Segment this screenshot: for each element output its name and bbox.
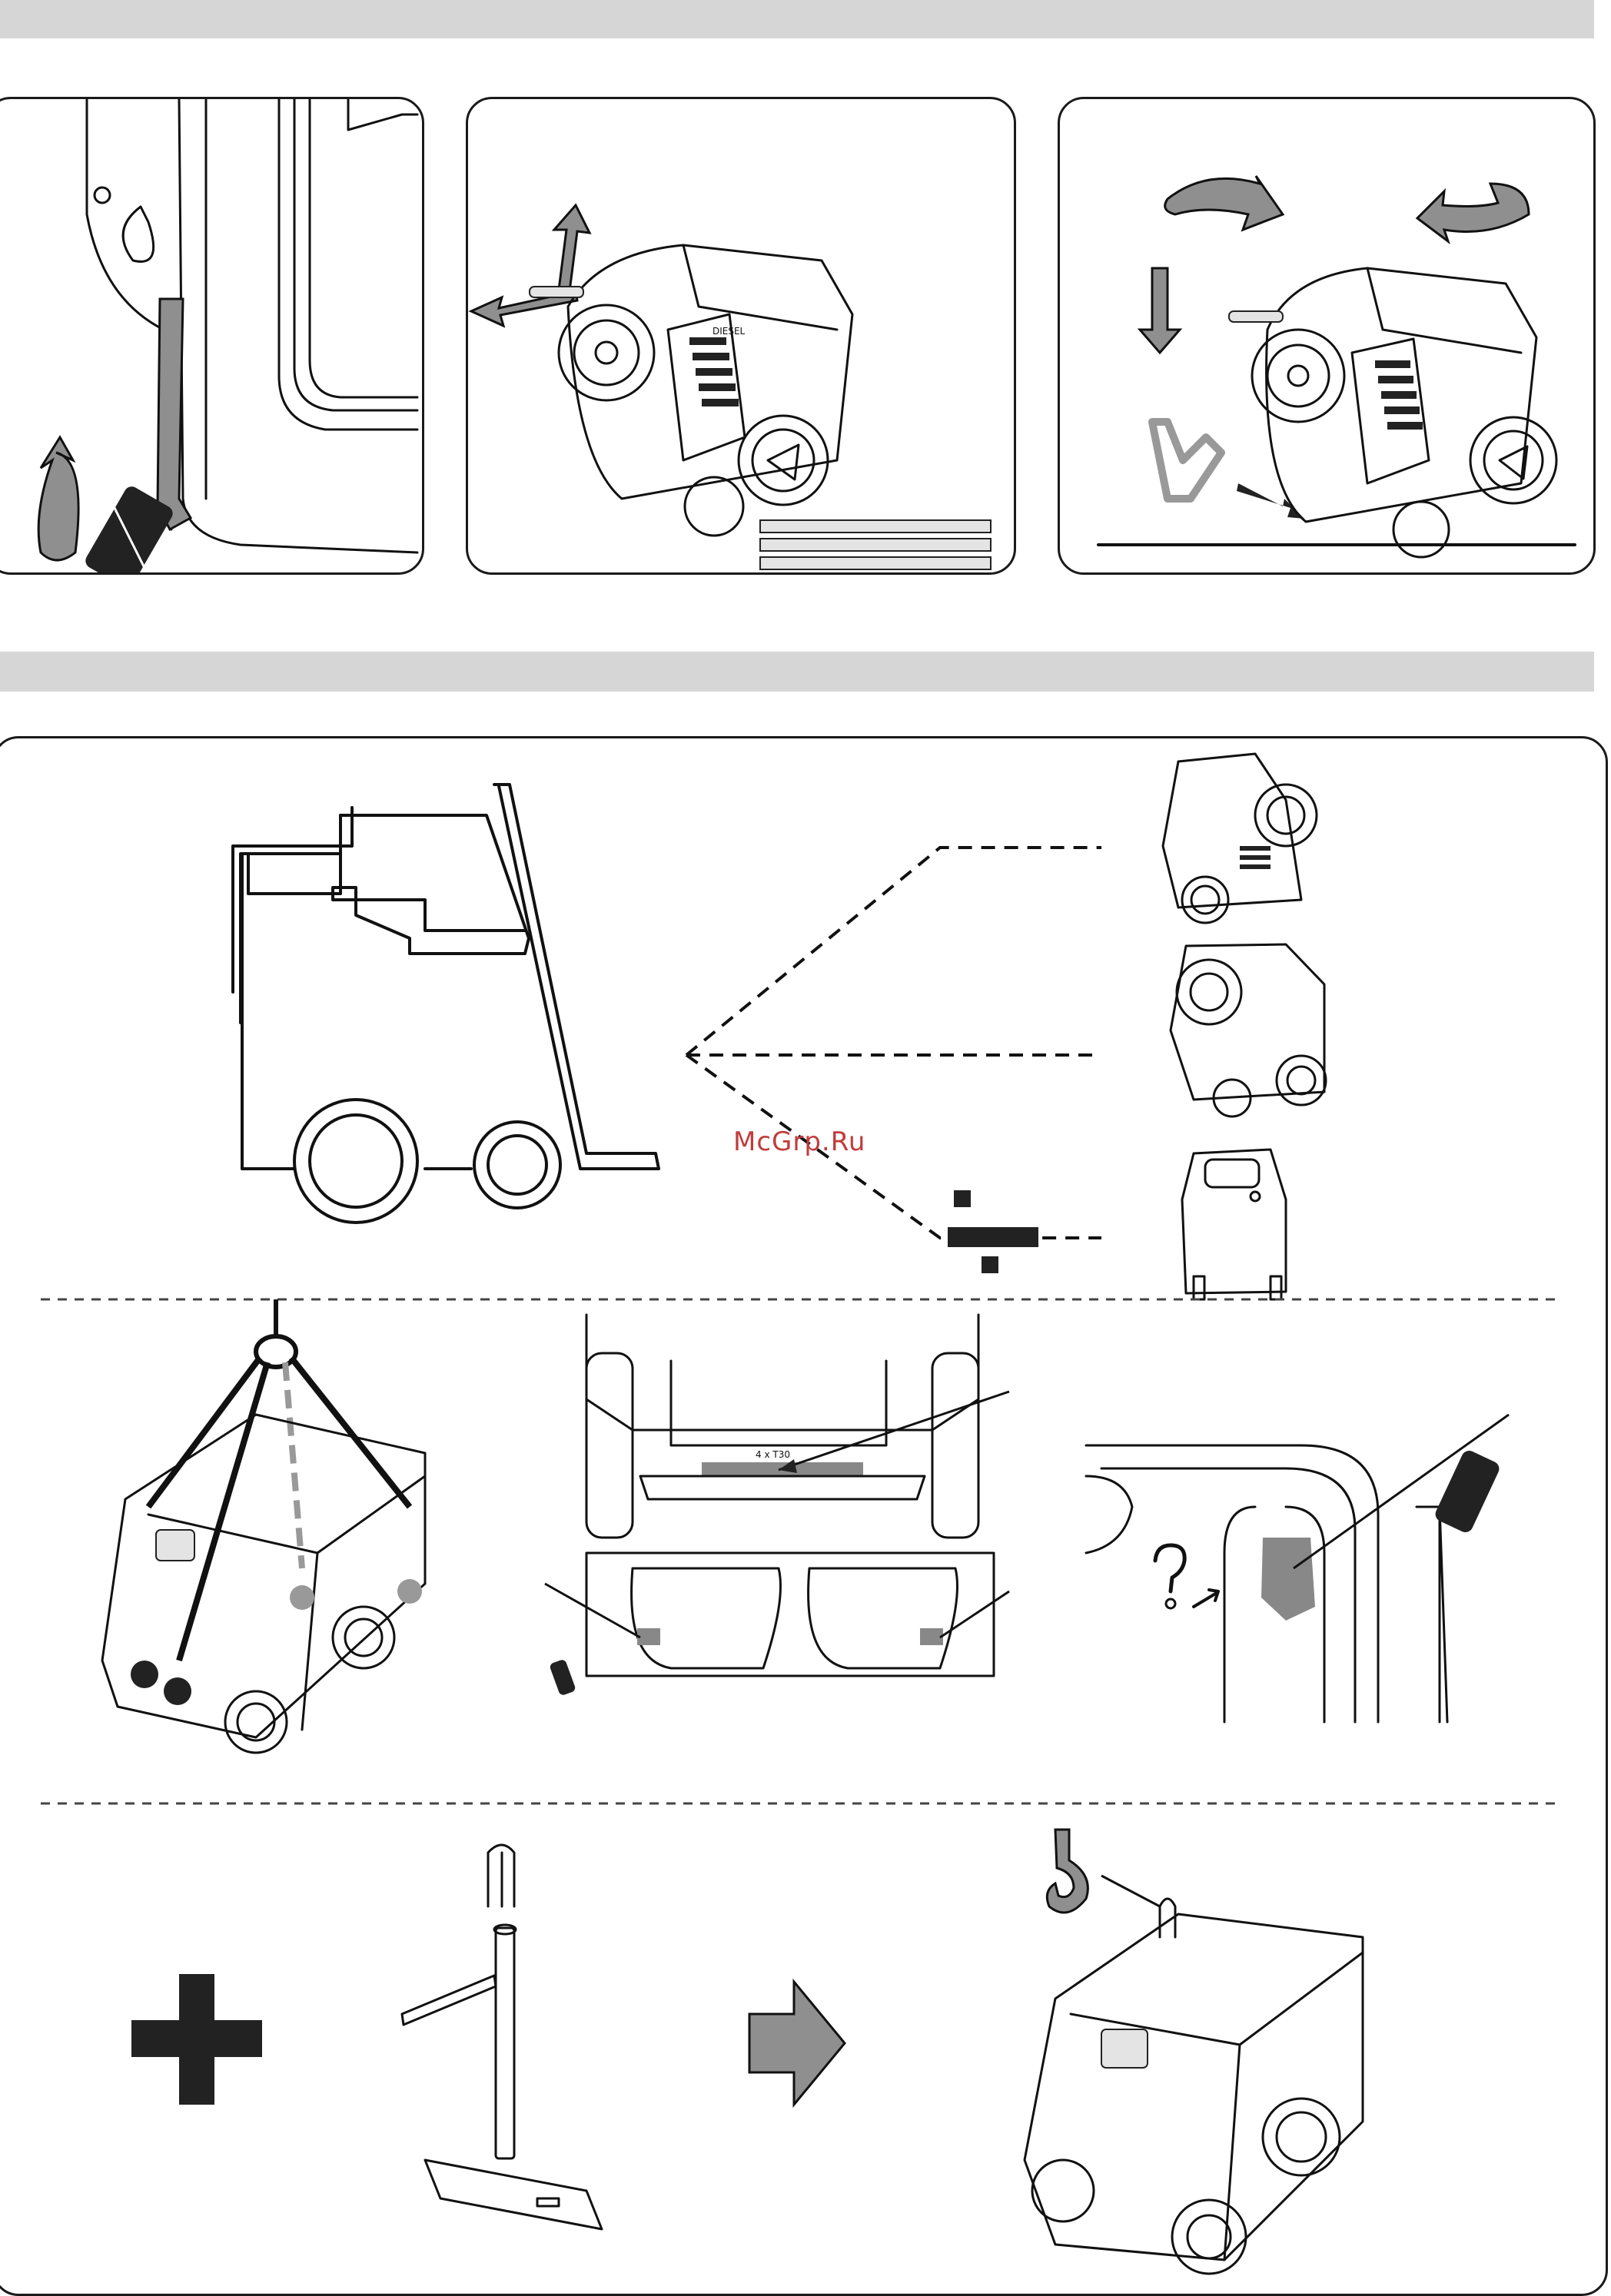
panel-handle-release bbox=[0, 97, 424, 575]
panel-rotate-foot bbox=[1058, 97, 1596, 575]
machine-with-bracket bbox=[1025, 1899, 1363, 2274]
machine-front-view bbox=[1182, 1150, 1286, 1299]
machine-label: DIESEL bbox=[712, 326, 746, 337]
foot-icon bbox=[1152, 422, 1304, 519]
machine-underside bbox=[545, 1553, 1009, 1696]
machine-rear-frame: 4 x T30 bbox=[586, 1315, 1009, 1538]
machine-side-view-left bbox=[1171, 944, 1326, 1116]
arrow-down-icon bbox=[1140, 268, 1180, 353]
panel-tilt-lift: DIESEL bbox=[466, 97, 1016, 575]
machine-sling-lift bbox=[102, 1299, 425, 1753]
machine-illustration: DIESEL bbox=[530, 245, 852, 536]
arrow-right-icon bbox=[749, 1982, 845, 2105]
hook-question-icon bbox=[1155, 1545, 1218, 1608]
panel-transport-lifting: 4 x T30 bbox=[0, 736, 1608, 2296]
decal-text: 4 x T30 bbox=[756, 1449, 790, 1460]
pallet bbox=[760, 520, 991, 569]
watermark: McGrp.Ru bbox=[733, 1126, 865, 1157]
header-band-middle bbox=[0, 652, 1594, 692]
lifting-bracket-kit bbox=[402, 1845, 602, 2229]
machine-side-view-right bbox=[1163, 754, 1317, 923]
rotation-arrows-icon bbox=[1165, 176, 1529, 241]
machine-illustration bbox=[1229, 268, 1556, 557]
crane-hook-icon bbox=[1047, 1830, 1160, 1913]
forklift-icon bbox=[233, 785, 659, 1223]
arrow-up-icon bbox=[554, 205, 590, 291]
plus-icon bbox=[131, 1974, 262, 2105]
divide-sign-icon bbox=[948, 1190, 1038, 1273]
header-band-top bbox=[0, 0, 1594, 38]
curved-arrow-icon bbox=[38, 437, 78, 560]
lifting-point-detail bbox=[1086, 1415, 1509, 1722]
